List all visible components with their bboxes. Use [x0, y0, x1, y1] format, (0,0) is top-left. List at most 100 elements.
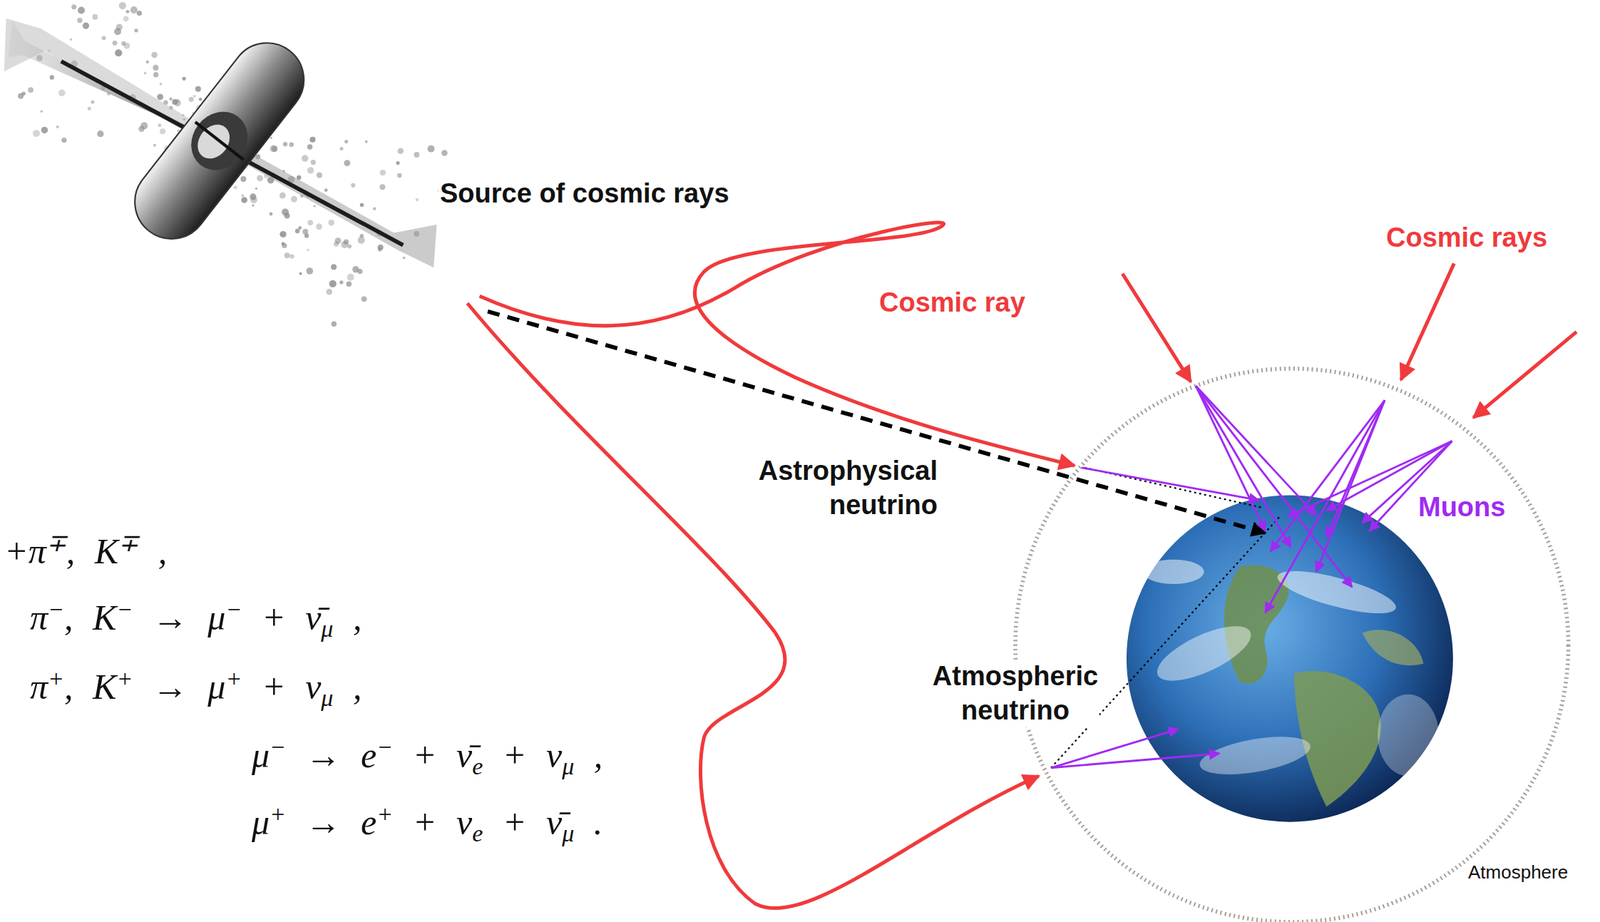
dust-dot	[298, 226, 302, 230]
dust-dot	[71, 4, 77, 10]
dust-dot	[157, 123, 162, 127]
dust-dot	[427, 145, 435, 153]
decay-equation: π+, K+ → μ+ + νμ ,	[28, 663, 363, 714]
astrophysical-neutrino-line	[487, 311, 1265, 534]
cosmic-ray-path	[467, 303, 1039, 908]
dust-dot	[347, 273, 355, 281]
dust-dot	[289, 253, 294, 259]
dust-dot	[144, 72, 147, 75]
dust-dot	[134, 28, 138, 33]
dust-dot	[151, 52, 158, 59]
illustration-part	[1197, 729, 1314, 781]
dust-dot	[251, 204, 254, 207]
dust-dot	[346, 281, 353, 288]
dust-dot	[283, 141, 288, 147]
dust-dot	[340, 240, 348, 249]
dust-dot	[397, 148, 405, 155]
dust-dot	[290, 196, 298, 203]
dust-dot	[301, 154, 309, 162]
dust-dot	[306, 248, 309, 251]
dust-dot	[101, 35, 107, 40]
dust-dot	[256, 174, 264, 182]
dust-dot	[315, 223, 323, 230]
dust-dot	[181, 77, 186, 81]
illustration-part	[1150, 615, 1258, 692]
dust-dot	[284, 212, 291, 219]
dust-dot	[41, 126, 48, 134]
astrophysical-neutrino-label: Astrophysical neutrino	[757, 454, 940, 522]
dust-dot	[188, 96, 194, 102]
dust-dot	[441, 149, 448, 157]
dust-dot	[281, 241, 286, 246]
dust-dot	[82, 22, 90, 29]
dust-dot	[324, 188, 328, 192]
dust-dot	[96, 130, 104, 137]
dust-dot	[326, 288, 333, 296]
illustration-part	[1050, 753, 1220, 768]
dust-dot	[333, 241, 339, 247]
label-holder: Source of cosmic rays	[438, 176, 731, 212]
dust-dot	[379, 183, 386, 190]
illustration-part	[1362, 629, 1424, 666]
label-holder: Atmospheric neutrino	[931, 659, 1100, 728]
label-holder: Muons	[1416, 490, 1507, 525]
dust-dot	[280, 231, 287, 238]
dust-dot	[316, 171, 323, 178]
illustration-part	[119, 27, 319, 254]
label-holder: μ− → e− + ν̄e + νμ ,	[250, 731, 604, 783]
cosmic-rays-label: Cosmic rays	[1384, 221, 1549, 256]
dust-dot	[193, 94, 197, 98]
dust-dot	[240, 196, 248, 204]
decay-equation: +π∓, K∓ ,	[2, 527, 169, 575]
dust-dot	[307, 144, 314, 150]
dust-dot	[91, 100, 95, 105]
dust-dot	[126, 9, 130, 14]
dust-dot	[87, 106, 92, 111]
cosmic-ray-label: Cosmic ray	[877, 285, 1027, 321]
dust-dot	[249, 193, 256, 200]
illustration-part	[1294, 670, 1382, 807]
dust-dot	[21, 91, 26, 96]
dust-dot	[77, 17, 82, 23]
dust-dot	[357, 268, 363, 274]
dust-dot	[330, 263, 337, 270]
dust-dot	[395, 161, 400, 165]
dust-dot	[121, 41, 126, 46]
dust-dot	[140, 121, 148, 130]
decay-equation: μ− → e− + ν̄e + νμ ,	[250, 731, 604, 783]
illustration-part	[1377, 694, 1439, 777]
torus	[119, 27, 319, 254]
dust-dot	[27, 86, 34, 93]
atmospheric-neutrino-label: Atmospheric neutrino	[931, 659, 1100, 728]
illustration-part	[1142, 559, 1205, 584]
dust-dot	[339, 280, 343, 284]
dust-dot	[233, 185, 238, 189]
dust-dot	[307, 220, 314, 227]
cosmic-ray-arrow	[1401, 263, 1454, 380]
cosmic-ray-arrow	[1122, 273, 1191, 383]
atmosphere-label: Atmosphere	[1466, 861, 1570, 884]
decay-equation: μ+ → e+ + νe + ν̄μ .	[250, 798, 604, 850]
dust-dot	[329, 280, 337, 288]
illustration-part	[1142, 559, 1439, 808]
dust-dot	[112, 40, 118, 46]
label-holder: Astrophysical neutrino	[757, 454, 940, 522]
illustration-part	[1195, 385, 1291, 547]
dust-dot	[240, 193, 244, 197]
illustration-part	[1195, 385, 1352, 587]
dust-dot	[415, 198, 419, 202]
label-holder: π+, K+ → μ+ + νμ ,	[28, 663, 363, 714]
dust-dot	[302, 228, 309, 235]
dust-dot	[270, 136, 273, 140]
dust-dot	[130, 6, 138, 14]
dust-dot	[77, 7, 85, 15]
dust-dot	[176, 129, 179, 132]
dust-dot	[153, 144, 157, 147]
dust-dot	[402, 256, 406, 260]
dust-dot	[69, 38, 73, 41]
scene	[4, 2, 1577, 922]
atmosphere-circle	[1015, 368, 1569, 922]
dust-dot	[152, 64, 159, 71]
muon-tracks	[1050, 385, 1452, 768]
